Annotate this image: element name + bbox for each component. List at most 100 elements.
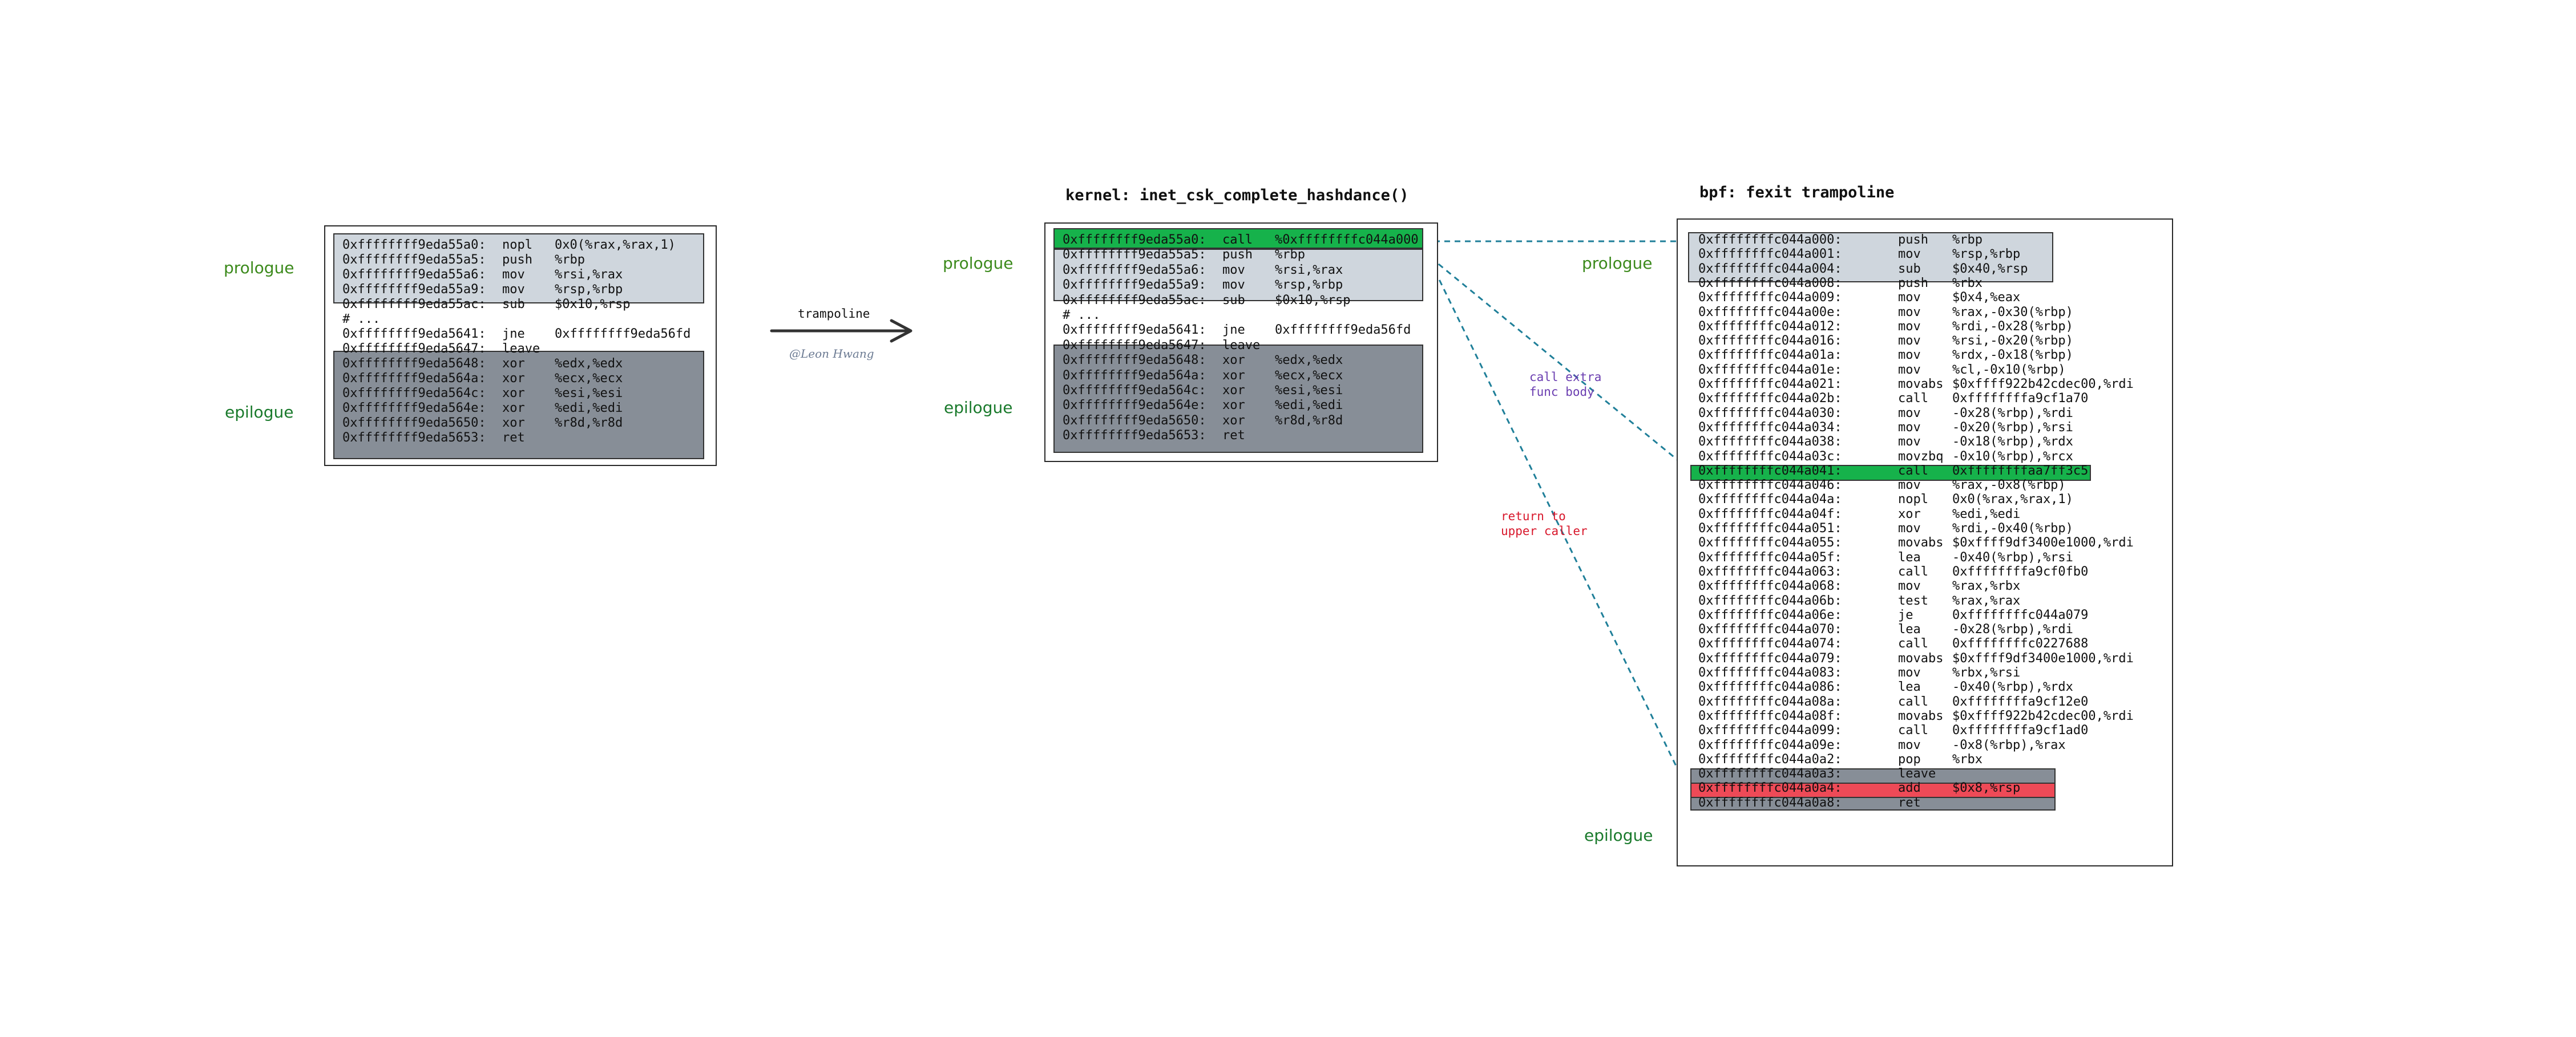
kernel-function-panel: 0xffffffff9eda55a0:call%0xffffffffc044a0… <box>1044 222 1438 462</box>
code-address: 0xffffffffc044a030: <box>1698 406 1842 420</box>
code-opcode: mov <box>1898 478 1921 493</box>
code-address: 0xffffffffc044a06e: <box>1698 607 1842 622</box>
code-opcode: xor <box>1898 507 1921 521</box>
code-operand: 0xffffffffa9cf12e0 <box>1952 694 2089 709</box>
code-operand: %ecx,%ecx <box>1275 368 1343 383</box>
code-address: 0xffffffffc044a01e: <box>1698 362 1842 377</box>
code-address: 0xffffffffc044a079: <box>1698 651 1842 666</box>
code-opcode: je <box>1898 607 1913 622</box>
code-opcode: ret <box>1222 428 1245 443</box>
code-operand: 0x0(%rax,%rax,1) <box>1952 492 2073 507</box>
code-operand: %rdi,-0x40(%rbp) <box>1952 521 2073 536</box>
code-address: 0xffffffff9eda5648: <box>1063 353 1206 368</box>
code-opcode: call <box>1222 233 1253 247</box>
code-opcode: ret <box>502 431 525 445</box>
code-opcode: mov <box>1898 521 1921 536</box>
code-opcode: xor <box>502 401 525 415</box>
code-address: 0xffffffff9eda55ac: <box>342 297 486 311</box>
code-opcode: pop <box>1898 752 1921 767</box>
code-opcode: test <box>1898 593 1928 608</box>
code-opcode: call <box>1898 564 1928 579</box>
code-address: 0xffffffff9eda55a6: <box>1063 262 1206 277</box>
code-operand: 0xffffffffc0227688 <box>1952 637 2089 651</box>
code-opcode: ret <box>1898 795 1921 810</box>
code-operand: %rdi,-0x28(%rbp) <box>1952 319 2073 334</box>
code-address: 0xffffffffc044a055: <box>1698 536 1842 550</box>
code-operand: %rax,%rbx <box>1952 579 2021 594</box>
code-address: 0xffffffffc044a099: <box>1698 723 1842 738</box>
code-opcode: mov <box>1898 305 1921 319</box>
code-opcode: push <box>1898 233 1928 247</box>
code-operand: 0x0(%rax,%rax,1) <box>555 238 676 252</box>
ret-highlight <box>1690 797 2056 811</box>
code-opcode: mov <box>1898 406 1921 420</box>
code-opcode: mov <box>1898 579 1921 594</box>
code-opcode: nopl <box>502 238 532 252</box>
code-opcode: xor <box>502 357 525 371</box>
code-address: 0xffffffffc044a02b: <box>1698 391 1842 406</box>
code-opcode: movabs <box>1898 708 1944 723</box>
code-address: 0xffffffff9eda5641: <box>342 327 486 341</box>
code-address: 0xffffffffc044a001: <box>1698 247 1842 262</box>
code-operand: 0xffffffffa9cf1ad0 <box>1952 723 2089 738</box>
prologue-highlight <box>1053 249 1423 301</box>
code-address: 0xffffffff9eda55a0: <box>1063 233 1206 247</box>
code-operand: %ecx,%ecx <box>555 371 623 386</box>
code-address: 0xffffffff9eda564c: <box>342 386 486 400</box>
code-opcode: call <box>1898 637 1928 651</box>
code-operand: $0x8,%rsp <box>1952 781 2021 796</box>
code-opcode: xor <box>1222 353 1245 368</box>
code-operand: %esi,%esi <box>1275 383 1343 398</box>
code-operand: -0x8(%rbp),%rax <box>1952 738 2066 752</box>
code-opcode: movabs <box>1898 651 1944 666</box>
code-address: 0xffffffff9eda55ac: <box>1063 293 1206 307</box>
code-operand: %rsp,%rbp <box>1952 247 2021 262</box>
code-operand: %r8d,%r8d <box>555 416 623 430</box>
code-opcode: mov <box>1898 334 1921 349</box>
trampoline-arrow-label: trampoline <box>798 307 870 321</box>
author-signature: @Leon Hwang <box>789 347 874 360</box>
code-address: 0xffffffffc044a021: <box>1698 377 1842 391</box>
code-opcode: mov <box>1898 247 1921 262</box>
code-operand: $0xffff9df3400e1000,%rdi <box>1952 651 2134 666</box>
code-opcode: push <box>502 253 532 267</box>
code-operand: %rsi,%rax <box>555 268 623 282</box>
code-operand: 0xffffffffa9cf0fb0 <box>1952 564 2089 579</box>
code-opcode: mov <box>1222 262 1245 277</box>
code-address: 0xffffffff9eda5653: <box>1063 428 1206 443</box>
code-operand: %cl,-0x10(%rbp) <box>1952 362 2066 377</box>
epilogue-label-kernel: epilogue <box>944 398 1013 417</box>
code-opcode: jne <box>502 327 525 341</box>
code-address: 0xffffffffc044a08f: <box>1698 708 1842 723</box>
code-address: 0xffffffffc044a070: <box>1698 622 1842 637</box>
code-opcode: xor <box>1222 413 1245 428</box>
code-opcode: add <box>1898 781 1921 796</box>
code-operand: -0x20(%rbp),%rsi <box>1952 420 2073 435</box>
code-address: 0xffffffff9eda5647: <box>1063 338 1206 353</box>
code-address: 0xffffffffc044a074: <box>1698 637 1842 651</box>
code-opcode: mov <box>1898 435 1921 449</box>
code-operand: $0x4,%eax <box>1952 290 2021 305</box>
code-address: 0xffffffffc044a08a: <box>1698 694 1842 709</box>
code-operand: -0x10(%rbp),%rcx <box>1952 449 2073 464</box>
code-opcode: mov <box>1898 666 1921 680</box>
code-address: 0xffffffffc044a051: <box>1698 521 1842 536</box>
code-opcode: lea <box>1898 550 1921 565</box>
code-operand: $0xffff922b42cdec00,%rdi <box>1952 377 2134 391</box>
code-operand: 0xffffffff9eda56fd <box>1275 323 1411 338</box>
code-operand: %edi,%edi <box>555 401 623 415</box>
code-opcode: mov <box>1222 278 1245 293</box>
code-opcode: mov <box>1898 420 1921 435</box>
trampoline-arrow <box>770 319 912 343</box>
code-operand: 0xffffffffc044a079 <box>1952 607 2089 622</box>
code-operand: %edi,%edi <box>1952 507 2021 521</box>
code-address: 0xffffffffc044a034: <box>1698 420 1842 435</box>
code-operand: %rax,-0x30(%rbp) <box>1952 305 2073 319</box>
code-address: 0xffffffff9eda55a9: <box>1063 278 1206 293</box>
code-opcode: mov <box>1898 738 1921 752</box>
code-address: 0xffffffffc044a05f: <box>1698 550 1842 565</box>
code-address: 0xffffffff9eda5648: <box>342 357 486 371</box>
code-opcode: call <box>1898 391 1928 406</box>
